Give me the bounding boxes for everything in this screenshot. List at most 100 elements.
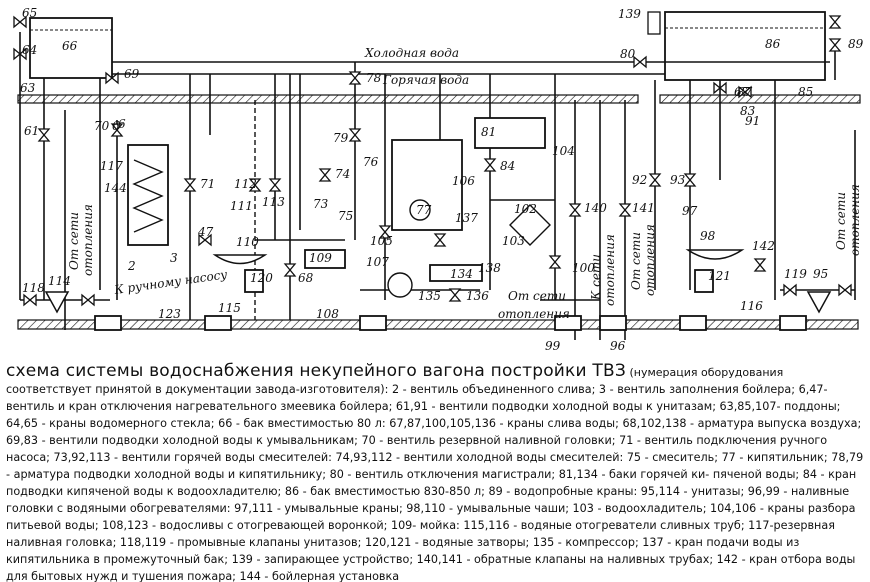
- part-number-80: 80: [620, 47, 636, 61]
- label-heating-to-1: К сети: [589, 254, 603, 301]
- part-number-141: 141: [632, 201, 655, 215]
- part-number-85: 85: [798, 85, 813, 99]
- valve-89b: [829, 38, 841, 52]
- valve-84: [484, 158, 496, 172]
- tank-134: [429, 264, 483, 282]
- part-number-61: 61: [24, 124, 39, 138]
- valve-80: [633, 56, 647, 68]
- part-number-135: 135: [418, 289, 441, 303]
- label-heating-right-2: отопления: [643, 224, 657, 296]
- label-heating-center-2: отопления: [498, 307, 570, 321]
- tank-66: [29, 17, 113, 79]
- label-heating-left-1: От сети: [67, 212, 81, 270]
- part-number-102: 102: [514, 202, 537, 216]
- part-number-97: 97: [682, 204, 698, 218]
- part-number-115: 115: [218, 301, 241, 315]
- label-heating-to-2: отопления: [603, 234, 617, 306]
- part-number-114: 114: [48, 274, 71, 288]
- part-number-140: 140: [584, 201, 607, 215]
- part-number-65: 65: [22, 6, 37, 20]
- valve-92: [649, 173, 661, 187]
- part-number-123: 123: [158, 307, 181, 321]
- upper-floor-right: [659, 94, 861, 104]
- part-number-69: 69: [124, 67, 140, 81]
- valve-89a: [829, 15, 841, 29]
- part-number-6: 6: [118, 117, 126, 131]
- part-number-66: 66: [62, 39, 78, 53]
- part-number-109: 109: [309, 251, 332, 265]
- part-number-67: 67: [734, 85, 750, 99]
- caption-note: (нумерация оборудования: [629, 366, 784, 379]
- valve-100: [549, 255, 561, 269]
- part-number-3: 3: [170, 251, 178, 265]
- valve-74: [319, 168, 331, 182]
- part-number-112: 112: [234, 177, 257, 191]
- part-number-111: 111: [230, 199, 253, 213]
- part-number-89: 89: [848, 37, 864, 51]
- part-number-87: 87: [737, 85, 753, 99]
- valve-119: [783, 284, 797, 296]
- label-heating-right2-1: От сети: [834, 192, 848, 250]
- label-hot-water: Горячая вода: [382, 73, 469, 87]
- locking-device-139: [647, 11, 661, 35]
- trap-120: [244, 269, 264, 293]
- heater-115-left: [94, 315, 122, 331]
- part-number-92: 92: [632, 173, 647, 187]
- valve-61: [38, 128, 50, 142]
- tank-81: [474, 117, 546, 149]
- part-number-100: 100: [572, 261, 595, 275]
- part-number-77: 77: [416, 203, 432, 217]
- caption-title: схема системы водоснабжения некупейного …: [6, 361, 626, 381]
- label-heating-right2-2: отопления: [848, 184, 862, 256]
- valve-114r: [81, 294, 95, 306]
- part-number-137: 137: [455, 211, 478, 225]
- valve-95r: [838, 284, 852, 296]
- label-cold-water: Холодная вода: [364, 46, 459, 60]
- valve-137: [434, 233, 446, 247]
- sink-109: [304, 249, 346, 269]
- valve-93: [684, 173, 696, 187]
- part-number-117: 117: [100, 159, 123, 173]
- valve-140: [569, 203, 581, 217]
- part-number-75: 75: [338, 209, 353, 223]
- water-supply-scheme: Холодная вода Горячая вода К ручному нас…: [13, 6, 864, 353]
- part-number-98: 98: [700, 229, 716, 243]
- part-number-84: 84: [500, 159, 515, 173]
- valve-79: [349, 128, 361, 142]
- toilet-95: [806, 291, 832, 314]
- part-number-96: 96: [610, 339, 626, 353]
- compressor-135: [387, 272, 413, 298]
- part-number-95: 95: [813, 267, 828, 281]
- part-number-68: 68: [298, 271, 314, 285]
- part-number-104: 104: [552, 144, 575, 158]
- part-number-74: 74: [335, 167, 350, 181]
- part-number-73: 73: [313, 197, 329, 211]
- heater-115: [204, 315, 232, 331]
- part-number-113: 113: [262, 195, 285, 209]
- tank-86: [664, 11, 826, 81]
- part-number-83: 83: [740, 104, 756, 118]
- part-number-119: 119: [784, 267, 807, 281]
- part-number-107: 107: [366, 255, 389, 269]
- valve-136: [449, 288, 461, 302]
- part-number-136: 136: [466, 289, 489, 303]
- label-heating-center-1: От сети: [508, 289, 566, 303]
- part-number-63: 63: [20, 81, 36, 95]
- valve-142: [754, 258, 766, 272]
- trap-121: [694, 269, 714, 293]
- water-cooler-103: [509, 204, 551, 246]
- caption: схема системы водоснабжения некупейного …: [6, 363, 864, 582]
- valve-113: [269, 178, 281, 192]
- part-number-79: 79: [333, 131, 349, 145]
- part-number-144: 144: [104, 181, 127, 195]
- part-number-2: 2: [127, 259, 136, 273]
- part-number-81: 81: [481, 125, 496, 139]
- part-number-105: 105: [370, 234, 393, 248]
- valve-141: [619, 203, 631, 217]
- part-number-108: 108: [316, 307, 339, 321]
- part-number-138: 138: [478, 261, 501, 275]
- part-number-78: 78: [366, 71, 382, 85]
- part-number-110: 110: [236, 235, 259, 249]
- basin-98: [685, 249, 745, 260]
